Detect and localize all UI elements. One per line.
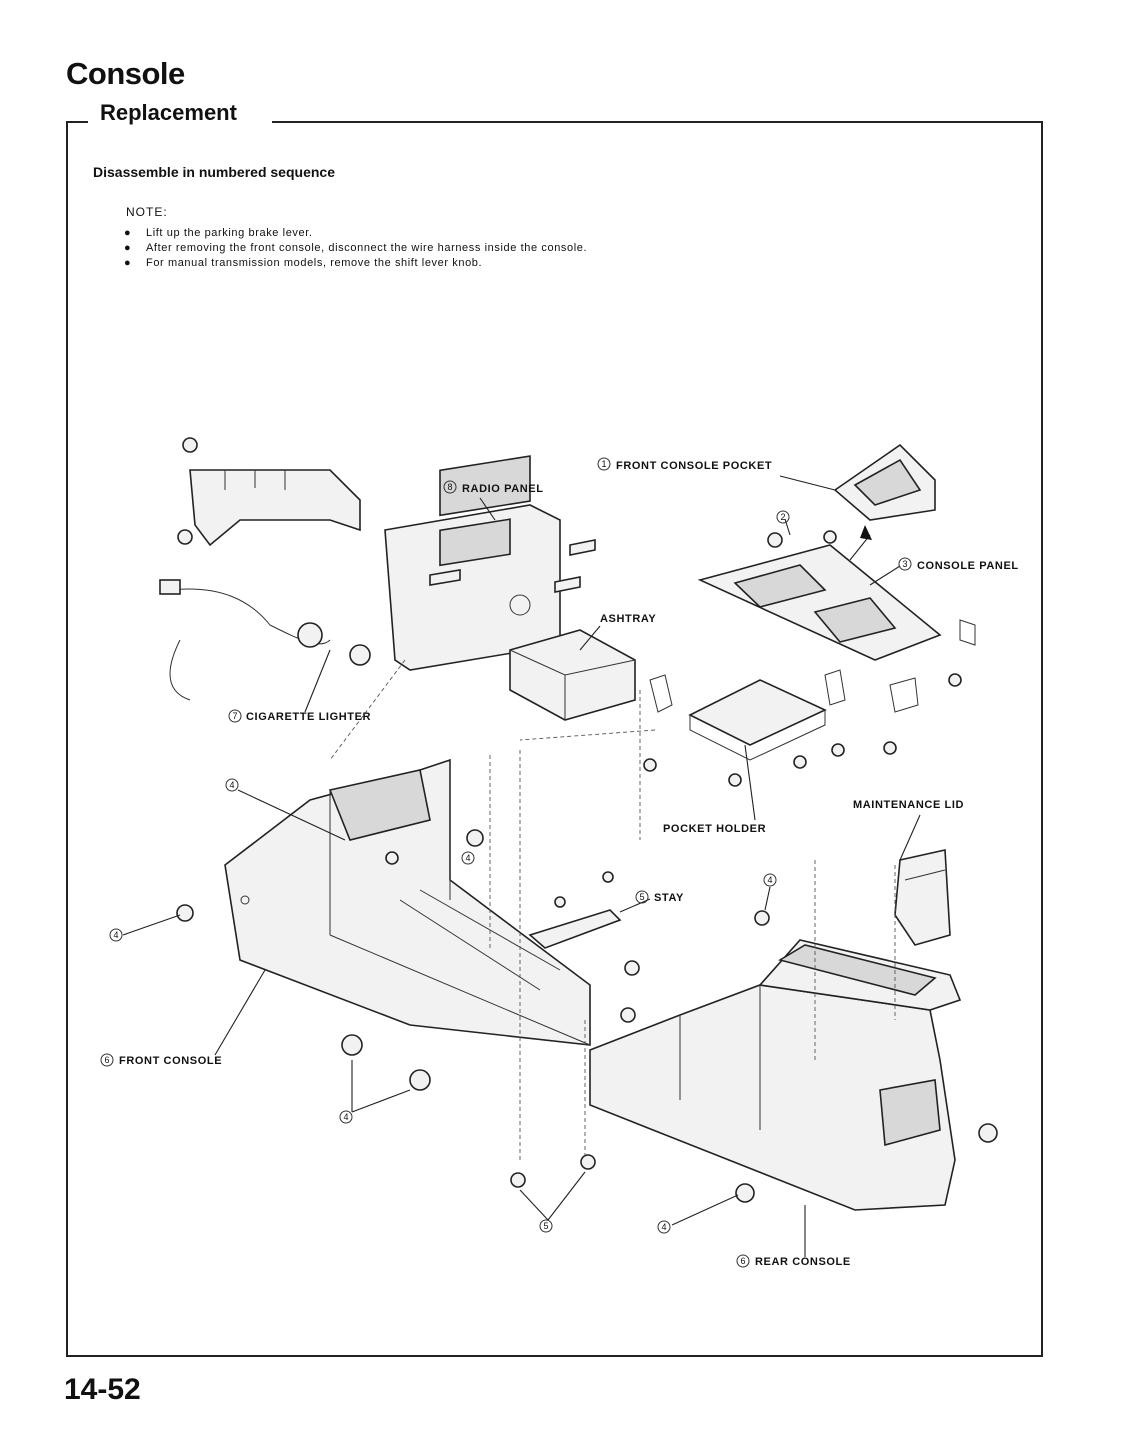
front-console-pocket (833, 443, 936, 561)
step-marker: 4 (465, 853, 470, 863)
label-rear-console: REAR CONSOLE (755, 1256, 851, 1268)
label-front-console: FRONT CONSOLE (119, 1055, 222, 1067)
clip-icon (831, 743, 845, 757)
step-markers: 4 4 4 5 4 4 2 4 (109, 510, 790, 1234)
screw-icon (620, 1007, 636, 1023)
callout-radio-panel: 8 RADIO PANEL (443, 480, 544, 495)
bullet-icon: ● (124, 227, 132, 239)
cigarette-lighter (159, 579, 371, 701)
note-text: For manual transmission models, remove t… (146, 257, 483, 269)
rear-console (589, 939, 998, 1211)
label-stay: STAY (654, 892, 684, 904)
clip-icon (602, 871, 614, 883)
screw-icon (177, 529, 193, 545)
clip-icon (385, 851, 399, 865)
callout-pocket-holder: POCKET HOLDER (663, 823, 766, 835)
step-marker: 2 (780, 512, 785, 522)
callout-front-console: 6 FRONT CONSOLE (100, 1053, 222, 1067)
clip-icon (823, 530, 837, 544)
clip-icon (510, 1172, 526, 1188)
note-label: NOTE: (126, 205, 168, 219)
screw-icon (466, 829, 484, 847)
screw-icon (409, 1069, 431, 1091)
front-console (224, 758, 591, 1046)
label-radio-panel: RADIO PANEL (462, 483, 544, 495)
note-item: ● Lift up the parking brake lever. (124, 226, 587, 240)
page-number: 14-52 (64, 1373, 141, 1406)
callout-cigarette-lighter: 7 CIGARETTE LIGHTER (228, 709, 371, 723)
maintenance-lid (894, 849, 951, 946)
stay (528, 909, 622, 949)
radio-panel (384, 455, 596, 671)
callout-number: 3 (902, 559, 907, 569)
label-ashtray: ASHTRAY (600, 613, 656, 625)
callout-number: 8 (447, 482, 452, 492)
clip-icon (643, 758, 657, 772)
screw-icon (569, 539, 596, 556)
note-item: ● For manual transmission models, remove … (124, 256, 587, 270)
callout-number: 1 (601, 459, 606, 469)
screw-icon (429, 569, 461, 586)
clip-icon (554, 896, 566, 908)
callout-number: 6 (740, 1256, 745, 1266)
step-marker: 4 (113, 930, 118, 940)
screw-icon (978, 1123, 998, 1143)
leader-lines (122, 475, 921, 1257)
label-pocket-holder: POCKET HOLDER (663, 823, 766, 835)
clip-icon (948, 673, 962, 687)
screw-icon (754, 910, 770, 926)
ashtray (509, 629, 636, 721)
radio-bracket (177, 437, 361, 547)
callout-maintenance-lid: MAINTENANCE LID (853, 799, 964, 811)
console-panel (697, 544, 976, 661)
content-frame (66, 121, 1043, 1357)
pocket-holder (649, 669, 919, 761)
fasteners (176, 530, 962, 1203)
callout-stay: 5 STAY (635, 890, 684, 904)
step-marker: 5 (543, 1221, 548, 1231)
label-maintenance-lid: MAINTENANCE LID (853, 799, 964, 811)
note-item: ● After removing the front console, disco… (124, 241, 587, 255)
label-front-console-pocket: FRONT CONSOLE POCKET (616, 460, 772, 472)
clip-icon (793, 755, 807, 769)
callout-rear-console: 6 REAR CONSOLE (736, 1254, 851, 1268)
bullet-icon: ● (124, 257, 132, 269)
label-cigarette-lighter: CIGARETTE LIGHTER (246, 711, 371, 723)
clip-icon (728, 773, 742, 787)
step-marker: 4 (343, 1112, 348, 1122)
page-title: Console (66, 56, 185, 91)
note-list: ● Lift up the parking brake lever. ● After… (124, 226, 587, 271)
callout-number: 7 (232, 711, 237, 721)
clip-icon (580, 1154, 596, 1170)
callout-ashtray: ASHTRAY (600, 613, 656, 625)
screw-icon (341, 1034, 363, 1056)
callout-console-panel: 3 CONSOLE PANEL (898, 557, 1019, 572)
screw-icon (624, 960, 640, 976)
frame-top-rule-left (66, 121, 88, 123)
callout-number: 5 (639, 892, 644, 902)
step-marker: 4 (661, 1222, 666, 1232)
alignment-lines (329, 659, 896, 1160)
clip-icon (883, 741, 897, 755)
note-text: Lift up the parking brake lever. (146, 227, 313, 239)
callout-number: 6 (104, 1055, 109, 1065)
screw-icon (176, 904, 194, 922)
screw-icon (554, 576, 581, 593)
label-console-panel: CONSOLE PANEL (917, 560, 1019, 572)
screw-icon (735, 1183, 755, 1203)
step-marker: 4 (229, 780, 234, 790)
callout-front-console-pocket: 1 FRONT CONSOLE POCKET (597, 457, 772, 472)
frame-top-rule-right (272, 121, 1043, 123)
screw-icon (182, 437, 198, 453)
bullet-icon: ● (124, 242, 132, 254)
section-title: Replacement (100, 100, 237, 125)
note-text: After removing the front console, discon… (146, 242, 588, 254)
screw-icon (767, 532, 783, 548)
step-marker: 4 (767, 875, 772, 885)
instruction-text: Disassemble in numbered sequence (93, 164, 335, 180)
